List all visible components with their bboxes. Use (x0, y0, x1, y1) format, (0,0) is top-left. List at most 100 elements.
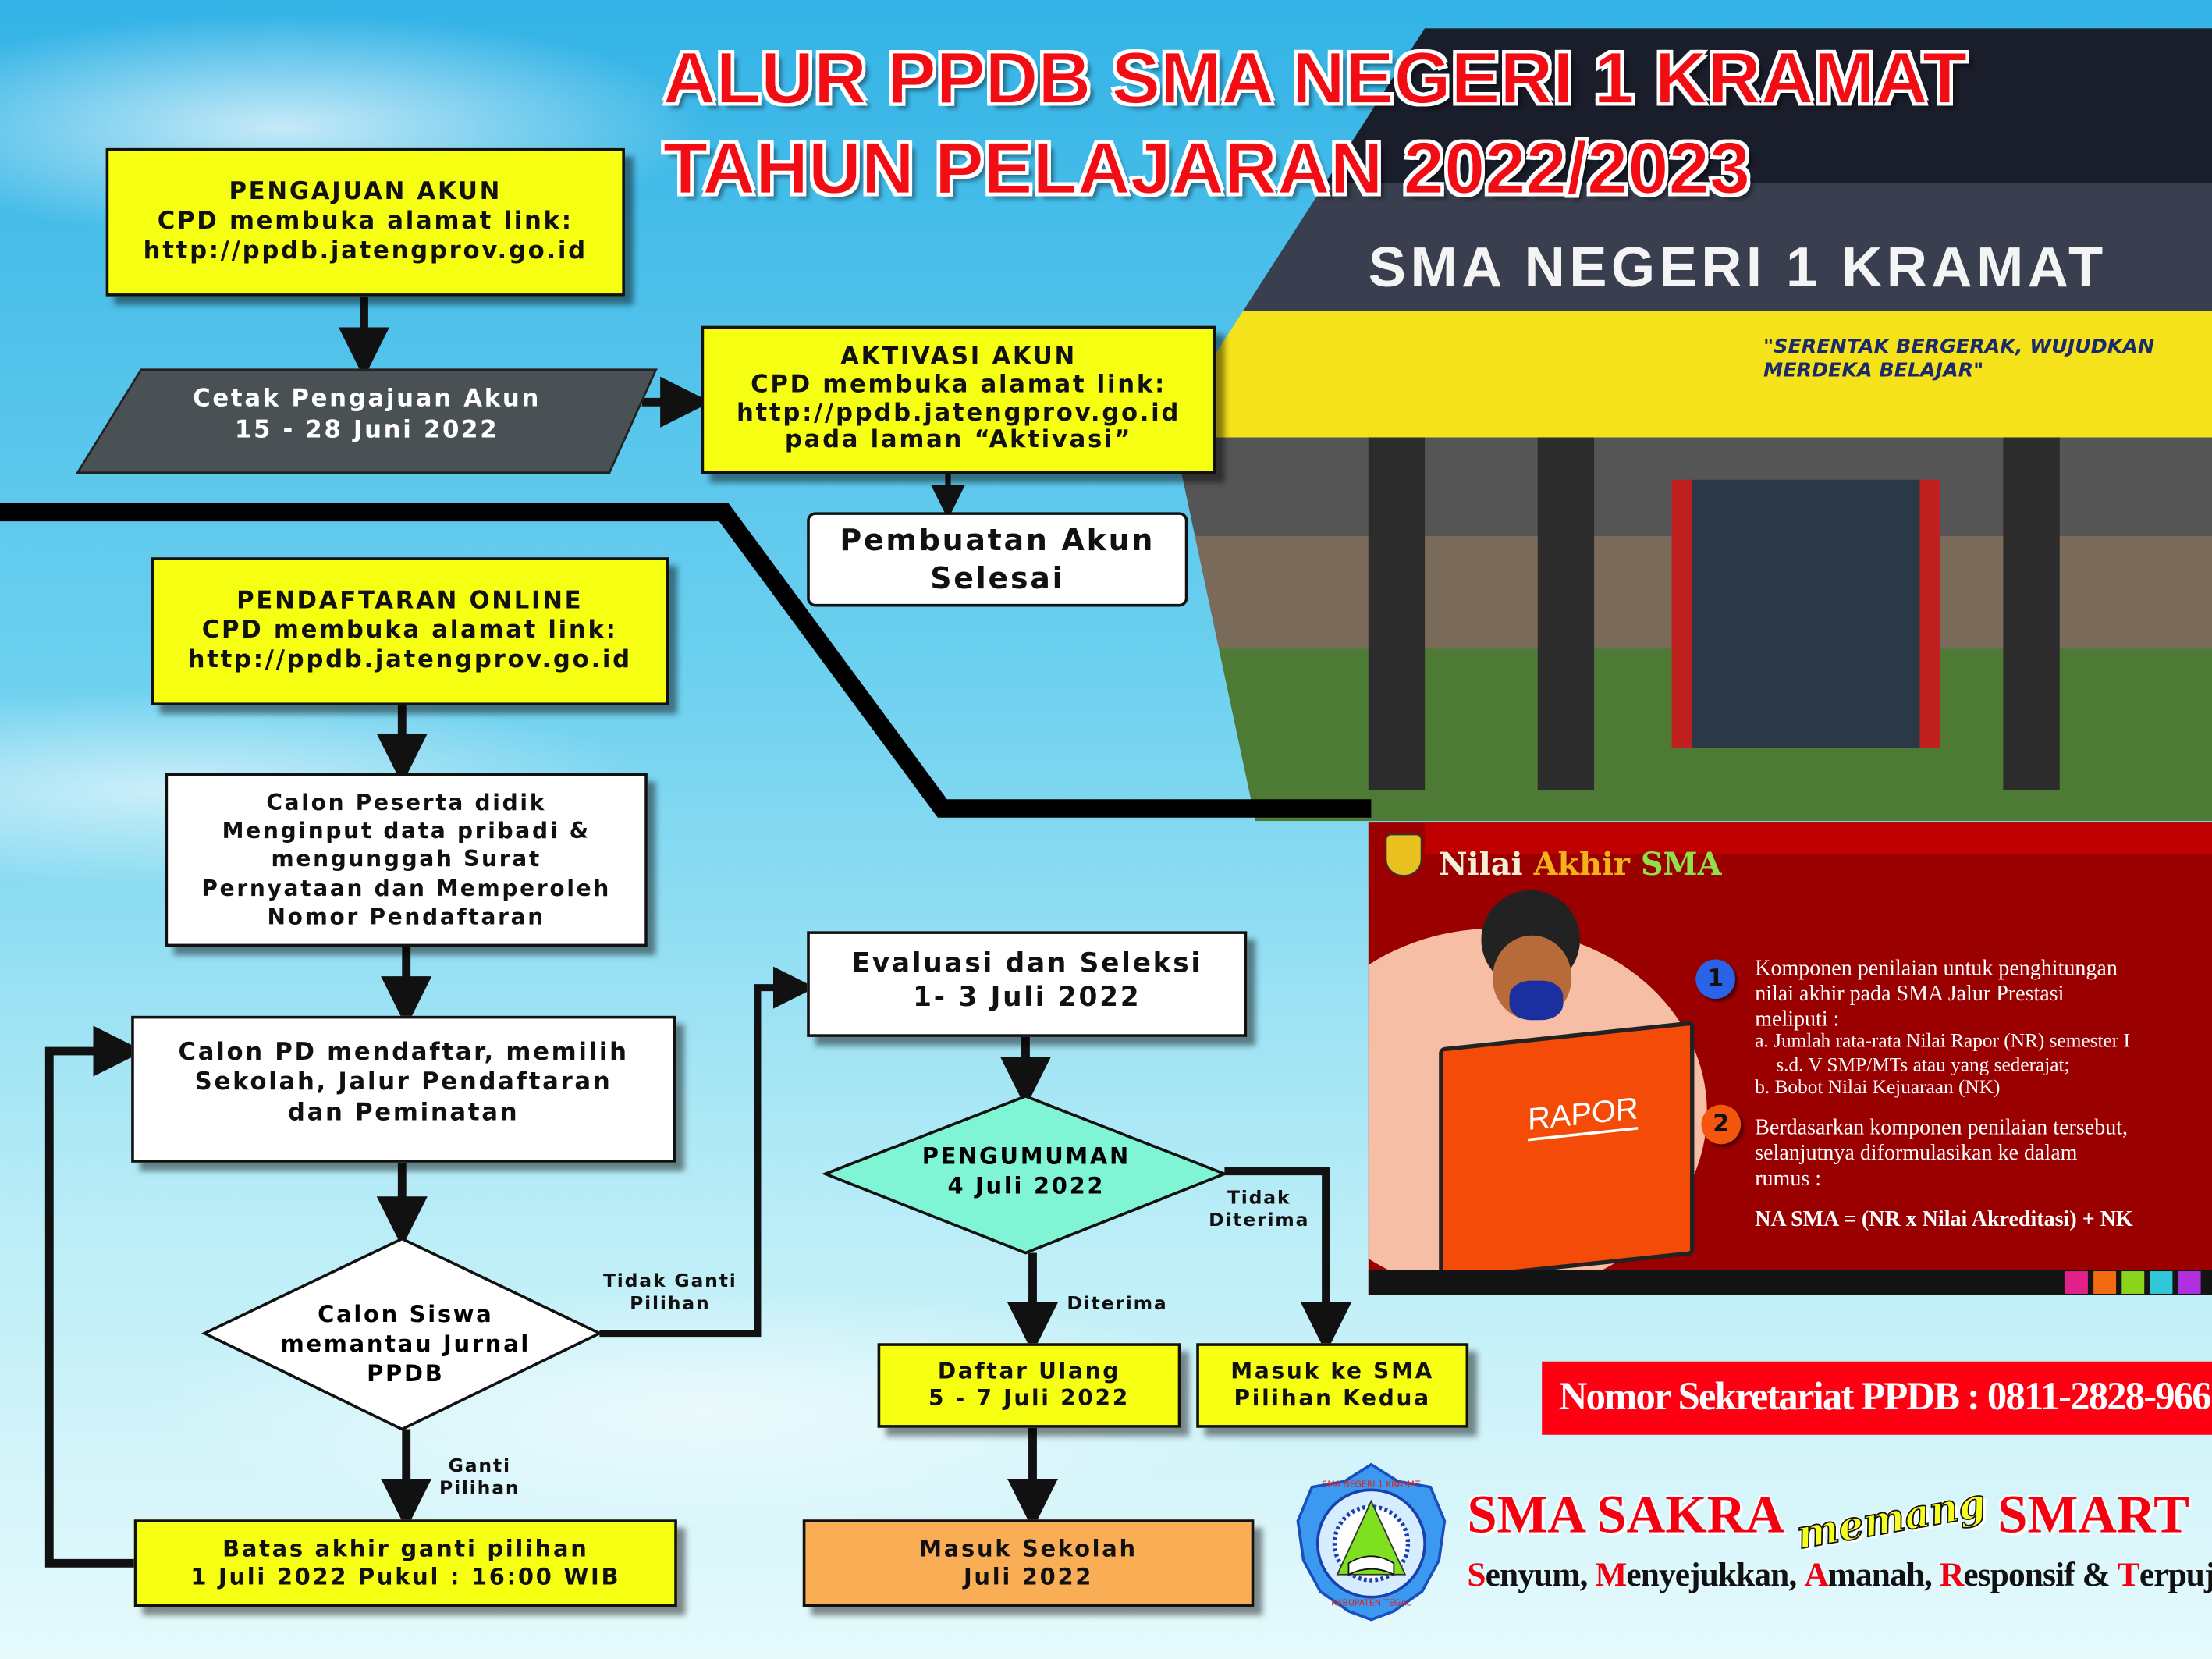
cetak-parallelogram (76, 368, 658, 474)
panel-footer (1368, 1270, 2212, 1295)
jateng-emblem-icon (1385, 833, 1422, 876)
title-word: Nilai (1439, 846, 1523, 883)
tag-initial: T (2117, 1558, 2140, 1595)
pengumuman-text: PENGUMUMAN 4 Juli 2022 (875, 1143, 1178, 1202)
school-building-photo: SMA NEGERI 1 KRAMAT "SERENTAK BERGERAK, … (1170, 28, 2212, 822)
box-text: PPDB (367, 1359, 445, 1387)
date-text: Juli 2022 (963, 1563, 1094, 1590)
box-text: Calon PD mendaftar, memilih (178, 1038, 629, 1067)
pilihan-kedua-box: Masuk ke SMA Pilihan Kedua (1196, 1343, 1469, 1428)
text-line: s.d. V SMP/MTs atau yang sederajat; (1776, 1054, 2070, 1076)
box-text: memantau Jurnal (280, 1330, 531, 1357)
rumus-text: Berdasarkan komponen penilaian tersebut,… (1755, 1116, 2128, 1192)
tidak-diterima-label: Tidak Diterima (1199, 1188, 1319, 1231)
photo-banner-text: "SERENTAK BERGERAK, WUJUDKAN MERDEKA BEL… (1763, 336, 2155, 382)
text-line: Komponen penilaian untuk penghitungan (1755, 956, 2118, 981)
date-text: 1 Juli 2022 Pukul : 16:00 WIB (190, 1563, 621, 1590)
label-text: Tidak (1227, 1188, 1291, 1210)
pembuatan-akun-box: Pembuatan Akun Selesai (807, 512, 1188, 607)
section-divider (0, 503, 1372, 818)
number-badge: 1 (1695, 959, 1735, 1000)
box-text: pada laman “Aktivasi” (784, 426, 1133, 455)
pantau-diamond (201, 1237, 603, 1431)
aktivasi-akun-box: AKTIVASI AKUN CPD membuka alamat link: h… (701, 325, 1216, 474)
date-text: 15 - 28 Juni 2022 (234, 416, 499, 445)
box-text: Masuk Sekolah (919, 1535, 1138, 1562)
tag-initial: M (1595, 1558, 1627, 1595)
arrow-tidak-diterima (1224, 1167, 1352, 1353)
arrow-tidak-ganti (599, 966, 816, 1338)
box-text: Calon Peserta didik (266, 790, 547, 816)
tagline: Senyum, Menyejukkan, Amanah, Responsif &… (1467, 1558, 2212, 1596)
rapor-book: RAPOR (1439, 1021, 1695, 1282)
pi-icon (2178, 1271, 2201, 1294)
daftar-ulang-box: Daftar Ulang 5 - 7 Juli 2022 (877, 1343, 1181, 1428)
tag-initial: A (1804, 1558, 1828, 1595)
number-badge: 2 (1701, 1104, 1742, 1145)
box-text: Menginput data pribadi & (222, 819, 591, 844)
text-line: rumus : (1755, 1166, 1822, 1191)
tag-word: manah, (1827, 1558, 1940, 1595)
label-text: Tidak Ganti (602, 1271, 737, 1293)
label-text: Diterima (1209, 1210, 1310, 1231)
link-text: http://ppdb.jatengprov.go.id (736, 398, 1181, 427)
text-line: Berdasarkan komponen penilaian tersebut, (1755, 1116, 2129, 1140)
tag-initial: S (1467, 1558, 1486, 1595)
book-label: RAPOR (1528, 1090, 1639, 1142)
box-heading: Cetak Pengajuan Akun (193, 385, 541, 414)
pantau-jurnal-text: Calon Siswa memantau Jurnal PPDB (233, 1301, 578, 1389)
komponen-text: Komponen penilaian untuk penghitungan ni… (1755, 957, 2130, 1100)
box-text: mengunggah Surat (271, 847, 541, 873)
subject-icon (2093, 1271, 2117, 1294)
link-text: http://ppdb.jatengprov.go.id (143, 236, 588, 266)
title-word: Akhir (1533, 846, 1630, 883)
tag-initial: R (1939, 1558, 1964, 1595)
pillar (1537, 437, 1595, 790)
pillar (1368, 437, 1426, 790)
box-text: Pilihan Kedua (1234, 1385, 1431, 1412)
box-text: Batas akhir ganti pilihan (222, 1535, 589, 1562)
box-text: Nomor Pendaftaran (267, 904, 545, 929)
box-text: Evaluasi dan Seleksi (851, 948, 1202, 979)
box-text: dan Peminatan (287, 1098, 520, 1127)
title-word: SMA (1640, 846, 1722, 883)
box-heading: PENGAJUAN AKUN (229, 177, 502, 206)
box-text: CPD membuka alamat link: (201, 616, 618, 645)
date-text: 1- 3 Juli 2022 (913, 981, 1142, 1013)
pengajuan-akun-box: PENGAJUAN AKUN CPD membuka alamat link: … (105, 147, 625, 297)
cetak-pengajuan-text: Cetak Pengajuan Akun 15 - 28 Juni 2022 (134, 384, 600, 446)
text-line: b. Bobot Nilai Kejuaraan (NK) (1755, 1077, 2001, 1099)
building-sign: SMA NEGERI 1 KRAMAT (1368, 236, 2107, 300)
poster-title-line2: TAHUN PELAJARAN 2022/2023 (662, 128, 1751, 211)
text-line: meliputi : (1755, 1007, 1840, 1031)
box-text: Pernyataan dan Memperoleh (201, 876, 612, 901)
tag-word: esponsif & (1963, 1558, 2118, 1595)
diterima-label: Diterima (1067, 1293, 1168, 1316)
tag-word: erpuji (2139, 1558, 2212, 1595)
arrow-loop (44, 1025, 144, 1568)
face-mask-icon (1509, 980, 1564, 1021)
subject-icon (2121, 1271, 2145, 1294)
text-line: selanjutnya diformulasikan ke dalam (1755, 1141, 2078, 1166)
box-heading: AKTIVASI AKUN (840, 343, 1077, 372)
nilai-title: Nilai Akhir SMA (1439, 847, 1721, 883)
tag-word: enyum, (1485, 1558, 1596, 1595)
box-heading: PENDAFTARAN ONLINE (236, 586, 584, 615)
panel-stripe (1425, 822, 2212, 854)
box-text: Sekolah, Jalur Pendaftaran (194, 1068, 612, 1097)
ganti-label: Ganti Pilihan (423, 1456, 536, 1500)
date-text: 4 Juli 2022 (947, 1172, 1106, 1199)
box-text: CPD membuka alamat link: (157, 207, 573, 236)
subject-icon (2065, 1271, 2088, 1294)
label-text: Ganti (448, 1455, 511, 1478)
text-line: a. Jumlah rata-rata Nilai Rapor (NR) sem… (1755, 1032, 2130, 1053)
box-text: Masuk ke SMA (1230, 1358, 1435, 1384)
school-entrance (1671, 479, 1940, 748)
text-line: nilai akhir pada SMA Jalur Prestasi (1755, 982, 2065, 1006)
input-data-box: Calon Peserta didik Menginput data priba… (165, 773, 648, 947)
logo-ring-bottom: KABUPATEN TEGAL (1331, 1598, 1411, 1608)
date-text: 5 - 7 Juli 2022 (928, 1385, 1130, 1412)
